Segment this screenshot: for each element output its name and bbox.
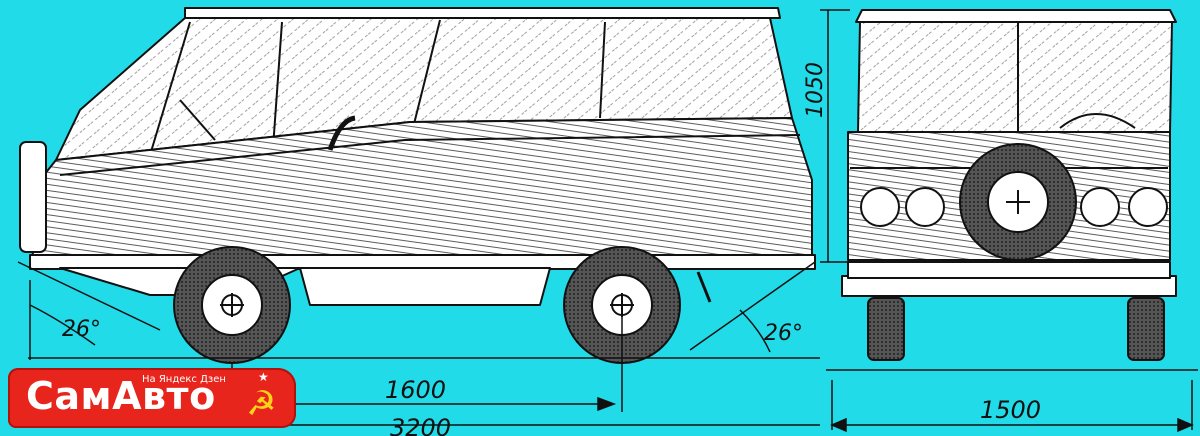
side-headlamp	[19, 141, 47, 253]
dim-height: 1050	[803, 62, 828, 118]
logo-subtitle: На Яндекс Дзен	[142, 374, 226, 385]
samavto-logo[interactable]: СамАвто На Яндекс Дзен ★ ☭	[8, 368, 296, 428]
side-underbody	[299, 267, 551, 306]
hammer-sickle-icon: ☭	[246, 384, 277, 424]
star-icon: ★	[258, 370, 269, 384]
logo-title: СамАвто	[26, 374, 216, 418]
dim-width: 1500	[980, 396, 1041, 424]
side-roof	[184, 7, 781, 19]
front-dimensions	[820, 9, 1198, 433]
dim-angle-rear: 26°	[764, 321, 803, 346]
side-view	[19, 7, 816, 364]
dim-angle-front: 26°	[62, 317, 101, 342]
front-spare-wheel	[959, 143, 1077, 261]
dim-half-length: 1600	[385, 376, 446, 404]
front-headlamps	[860, 187, 1168, 227]
front-roof	[855, 9, 1177, 23]
front-windshield	[857, 21, 1173, 133]
side-front-wheel	[173, 246, 291, 364]
front-right-tire	[1127, 297, 1165, 361]
dim-length: 3200	[390, 414, 451, 436]
front-view	[841, 9, 1177, 361]
front-left-tire	[867, 297, 905, 361]
side-sill	[29, 254, 816, 270]
